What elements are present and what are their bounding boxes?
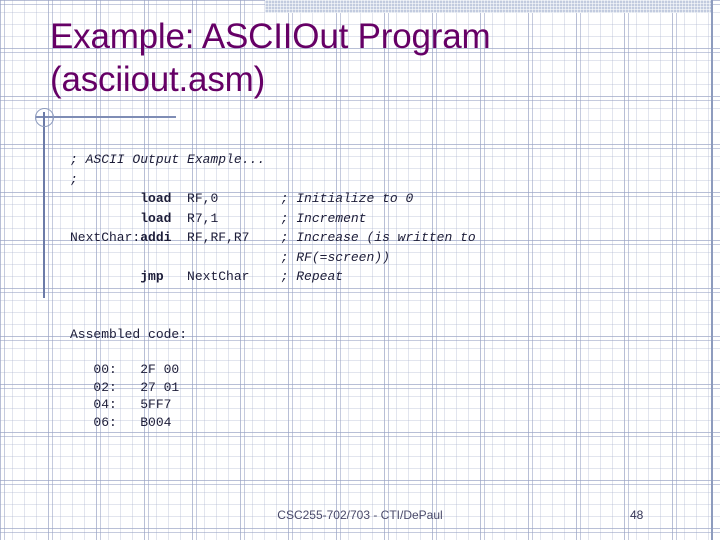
code-comment: ; Initialize to 0 [280, 191, 414, 206]
code-comment: ; ASCII Output Example... [70, 152, 266, 167]
assembled-bytes: B004 [140, 414, 172, 430]
assembled-code-label: Assembled code: [70, 327, 188, 342]
code-label [70, 211, 140, 226]
assembled-code-row: 04: 5FF7 [70, 396, 179, 414]
assembled-address: 04: [70, 397, 141, 412]
code-line: load RF,0 ; Initialize to 0 [70, 189, 476, 209]
code-line: NextChar:addi RF,RF,R7 ; Increase (is wr… [70, 228, 476, 248]
assembled-bytes: 27 01 [140, 379, 180, 395]
assembled-bytes: 2F 00 [140, 362, 180, 377]
code-label [70, 269, 140, 284]
code-mnemonic: load [140, 210, 172, 226]
accent-horizontal-line [36, 116, 176, 118]
code-mnemonic: addi [140, 230, 172, 245]
code-operands: RF,0 [171, 191, 281, 206]
page-title: Example: ASCIIOut Program (asciiout.asm) [50, 17, 491, 99]
code-comment: ; Increase (is written to [280, 230, 476, 245]
code-comment: ; [70, 171, 78, 187]
assembly-source-block: ; ASCII Output Example...; load RF,0 ; I… [70, 150, 476, 287]
assembled-code-row: 02: 27 01 [70, 379, 179, 397]
code-line: load R7,1 ; Increment [70, 209, 476, 229]
assembled-bytes: 5FF7 [140, 397, 172, 412]
accent-circle-icon [35, 108, 54, 127]
code-operands [171, 250, 280, 265]
code-line: ; ASCII Output Example... [70, 150, 476, 170]
top-decorative-band [265, 0, 712, 13]
assembled-code-row: 06: B004 [70, 414, 179, 432]
code-operands: NextChar [171, 269, 281, 284]
assembled-code-row: 00: 2F 00 [70, 361, 179, 379]
code-label [70, 250, 140, 265]
footer-course-label: CSC255-702/703 - CTI/DePaul [277, 508, 443, 522]
assembled-code-block: 00: 2F 00 02: 27 01 04: 5FF7 06: B004 [70, 361, 179, 431]
assembled-address: 06: [70, 414, 141, 430]
code-line: ; [70, 170, 476, 190]
code-operands: R7,1 [171, 210, 281, 226]
code-mnemonic: jmp [140, 269, 172, 284]
assembled-address: 00: [70, 362, 141, 377]
code-mnemonic [140, 250, 171, 265]
code-comment: ; Increment [280, 210, 367, 226]
code-mnemonic: load [140, 191, 172, 206]
accent-vertical-line [43, 112, 45, 298]
code-comment: ; RF(=screen)) [280, 249, 390, 265]
right-vertical-rule [711, 0, 713, 540]
footer-page-number: 48 [630, 508, 644, 522]
code-line: jmp NextChar ; Repeat [70, 267, 476, 287]
code-line: ; RF(=screen)) [70, 248, 476, 268]
code-comment: ; Repeat [280, 269, 344, 284]
code-label [70, 191, 140, 206]
code-operands: RF,RF,R7 [171, 230, 281, 245]
code-label: NextChar: [70, 230, 141, 245]
assembled-address: 02: [70, 379, 141, 395]
